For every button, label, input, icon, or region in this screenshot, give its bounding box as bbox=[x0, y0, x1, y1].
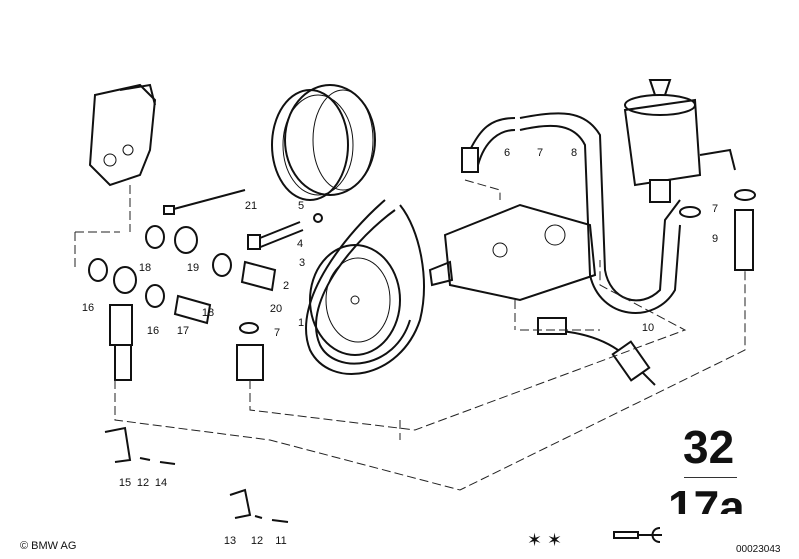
fluid-reservoir bbox=[623, 79, 736, 203]
group-number: 32 bbox=[683, 421, 735, 473]
star-icon: ✶ bbox=[527, 530, 542, 551]
part-label[interactable]: 5 bbox=[298, 200, 304, 212]
part-label[interactable]: 6 bbox=[504, 147, 510, 159]
image-id: 00023043 bbox=[736, 544, 781, 555]
v-belt bbox=[305, 199, 425, 375]
part-label[interactable]: 19 bbox=[187, 262, 199, 274]
washers-fittings bbox=[88, 225, 289, 523]
part-label[interactable]: 11 bbox=[275, 535, 286, 547]
part-label[interactable]: 16 bbox=[147, 325, 159, 337]
svg-text:✶: ✶ bbox=[527, 530, 542, 551]
subgroup-number: 17a bbox=[668, 484, 745, 514]
leader-lines bbox=[74, 179, 746, 491]
part-label[interactable]: 14 bbox=[155, 477, 167, 489]
part-label[interactable]: 3 bbox=[299, 257, 305, 269]
connector-icon bbox=[613, 527, 662, 543]
star-icon: ✶ bbox=[547, 530, 562, 551]
part-label[interactable]: 18 bbox=[139, 262, 151, 274]
part-label[interactable]: 7 bbox=[274, 327, 280, 339]
part-label[interactable]: 2 bbox=[283, 280, 289, 292]
part-label[interactable]: 21 bbox=[245, 200, 257, 212]
copyright: © BMW AG bbox=[20, 540, 77, 552]
steering-gear bbox=[88, 83, 157, 187]
part-label[interactable]: 9 bbox=[712, 233, 718, 245]
part-label[interactable]: 7 bbox=[537, 147, 543, 159]
part-label[interactable]: 20 bbox=[270, 303, 282, 315]
cable-tie bbox=[169, 189, 246, 211]
part-label[interactable]: 4 bbox=[297, 238, 303, 250]
power-steering-pump bbox=[428, 203, 597, 302]
group-divider bbox=[684, 477, 737, 478]
pulley-5 bbox=[271, 84, 376, 201]
part-label[interactable]: 12 bbox=[137, 477, 149, 489]
part-label[interactable]: 13 bbox=[224, 535, 236, 547]
part-labels: 21 5 4 3 2 1 6 7 8 7 9 18 19 18 20 16 16… bbox=[82, 147, 718, 547]
part-label[interactable]: 8 bbox=[571, 147, 577, 159]
part-label[interactable]: 15 bbox=[119, 477, 131, 489]
hose-8 bbox=[519, 112, 681, 302]
part-label[interactable]: 12 bbox=[251, 535, 263, 547]
part-label[interactable]: 10 bbox=[642, 322, 654, 334]
part-label[interactable]: 1 bbox=[298, 317, 304, 329]
part-label[interactable]: 18 bbox=[202, 307, 214, 319]
pulley-2 bbox=[309, 244, 401, 356]
svg-text:✶: ✶ bbox=[547, 530, 562, 551]
part-label[interactable]: 16 bbox=[82, 302, 94, 314]
part-label[interactable]: 17 bbox=[177, 325, 189, 337]
part-label[interactable]: 7 bbox=[712, 203, 718, 215]
